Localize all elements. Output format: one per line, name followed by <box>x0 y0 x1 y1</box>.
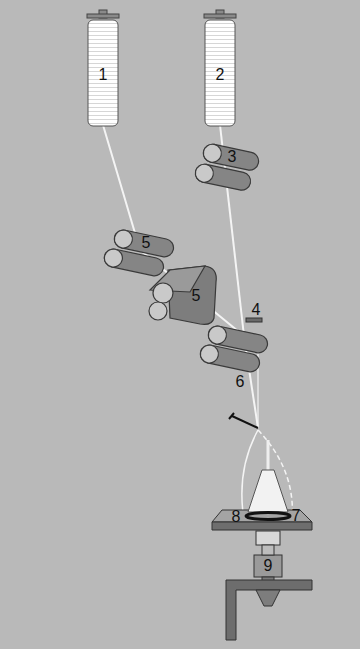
callout-number: 9 <box>264 558 273 574</box>
callout-number: 1 <box>99 67 108 83</box>
supply-bobbin <box>87 10 119 126</box>
apron-drafting-unit <box>149 266 216 324</box>
callout-number: 8 <box>232 509 241 525</box>
thread-guide <box>229 413 258 428</box>
condenser-guide <box>246 318 262 322</box>
front-rollers <box>199 324 269 373</box>
spindle <box>254 531 282 587</box>
callout-number: 7 <box>292 508 301 524</box>
callout-number: 3 <box>228 149 237 165</box>
feed-rollers <box>194 143 261 192</box>
spindle-bracket <box>226 580 312 640</box>
callout-number: 2 <box>216 67 225 83</box>
callout-number: 5 <box>142 235 151 251</box>
supply-bobbin <box>204 10 236 126</box>
callout-number: 5 <box>192 288 201 304</box>
yarn <box>103 125 258 428</box>
ring <box>246 513 290 520</box>
callout-number: 6 <box>236 374 245 390</box>
back-drafting-rollers <box>103 228 175 277</box>
yarn-cop <box>248 440 288 512</box>
callout-number: 4 <box>252 302 261 318</box>
